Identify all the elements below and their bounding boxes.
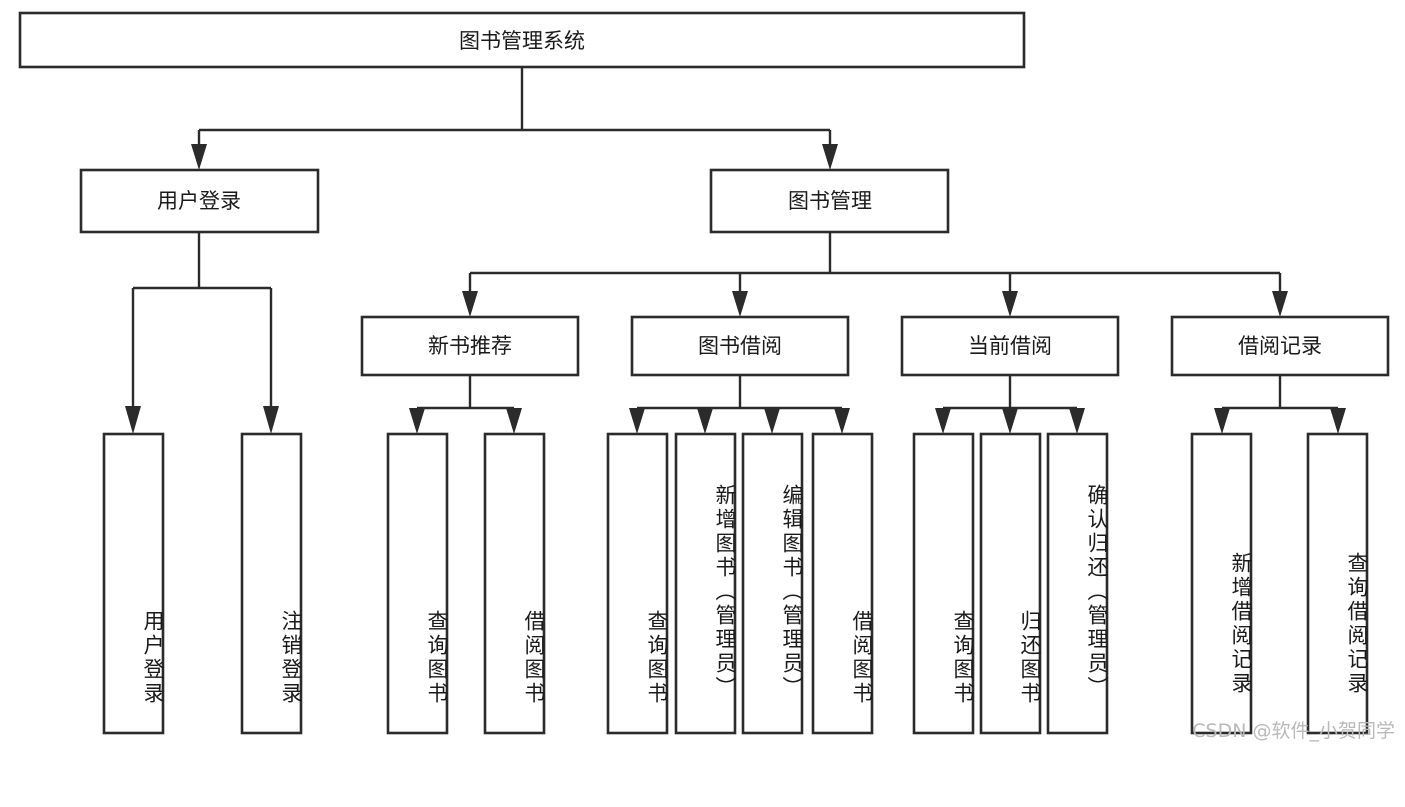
- node-leaf-query-book-1[interactable]: [386, 432, 449, 735]
- node-leaf-return-book[interactable]: [979, 432, 1042, 735]
- node-current-borrow[interactable]: 当前借阅: [900, 315, 1120, 377]
- csdn-watermark: CSDN @软件_小贺同学: [1192, 720, 1395, 742]
- connector-borrow-record-to-leaves: [1214, 375, 1346, 434]
- node-leaf-borrow-book-1[interactable]: [483, 432, 546, 735]
- node-root-label: 图书管理系统: [459, 29, 585, 53]
- connector-book-borrow-to-leaves: [629, 375, 850, 434]
- node-leaf-edit-book[interactable]: [741, 432, 804, 735]
- node-new-book-recommend-label: 新书推荐: [428, 334, 512, 358]
- connector-user-login-to-leaves: [125, 232, 279, 434]
- node-book-management-label: 图书管理: [788, 189, 872, 213]
- node-new-book-recommend[interactable]: 新书推荐: [360, 315, 580, 377]
- diagram-canvas: 图书管理系统 用户登录 图书管理 新书推荐 图书借阅 当前借阅 借阅记录: [18, 11, 1395, 742]
- node-current-borrow-label: 当前借阅: [968, 334, 1052, 358]
- connector-book-management-to-level3: [462, 232, 1288, 317]
- connector-root-to-level2: [191, 67, 838, 170]
- node-user-login[interactable]: 用户登录: [79, 168, 320, 234]
- node-borrow-record-label: 借阅记录: [1238, 334, 1322, 358]
- hierarchy-tree-svg: 图书管理系统 用户登录 图书管理 新书推荐 图书借阅 当前借阅 借阅记录: [18, 11, 1390, 735]
- node-borrow-record[interactable]: 借阅记录: [1170, 315, 1390, 377]
- node-leaf-query-record[interactable]: [1306, 432, 1369, 735]
- node-book-management[interactable]: 图书管理: [709, 168, 950, 234]
- node-leaf-query-book-2[interactable]: [606, 432, 669, 735]
- node-leaf-add-book[interactable]: [674, 432, 737, 735]
- node-root[interactable]: 图书管理系统: [18, 11, 1026, 69]
- node-leaf-borrow-book-2[interactable]: [811, 432, 874, 735]
- connector-new-book-recommend-to-leaves: [409, 375, 522, 434]
- node-user-login-label: 用户登录: [157, 189, 241, 213]
- node-leaf-confirm-return[interactable]: [1046, 432, 1109, 735]
- node-leaf-add-record[interactable]: [1190, 432, 1253, 735]
- node-leaf-query-book-3[interactable]: [912, 432, 975, 735]
- connector-current-borrow-to-leaves: [935, 375, 1085, 434]
- node-leaf-user-logout[interactable]: [240, 432, 303, 735]
- node-book-borrow-label: 图书借阅: [698, 334, 782, 358]
- node-leaf-user-login[interactable]: [102, 432, 165, 735]
- node-book-borrow[interactable]: 图书借阅: [630, 315, 850, 377]
